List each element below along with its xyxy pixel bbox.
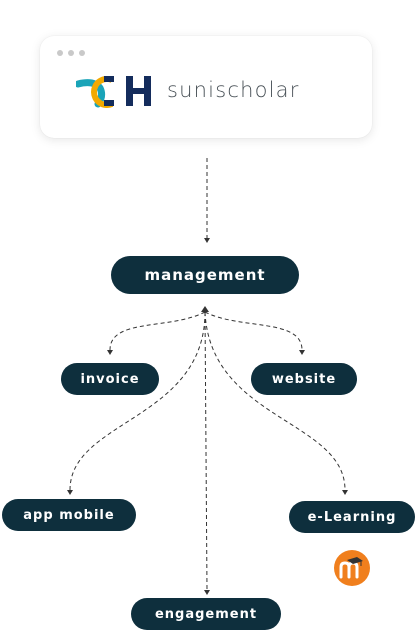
sunischolar-logo-icon: [76, 76, 151, 108]
brand-name: sunischolar: [167, 78, 300, 102]
website-node[interactable]: website: [251, 363, 357, 395]
arrowhead-app-mobile: [67, 490, 73, 495]
window-dot: [68, 50, 74, 56]
app-mobile-node[interactable]: app mobile: [2, 499, 136, 531]
arrowhead-management-out: [201, 306, 209, 312]
arrowhead-engagement: [204, 590, 210, 595]
connector-invoice: [109, 311, 206, 351]
connector-elearning: [204, 311, 346, 491]
window-dot: [57, 50, 63, 56]
engagement-node[interactable]: engagement: [131, 598, 281, 630]
arrowhead-invoice: [107, 350, 113, 355]
moodle-glyph: [339, 557, 363, 579]
connector-website: [204, 311, 303, 351]
window-dots-icon: [57, 50, 85, 56]
moodle-icon: [334, 550, 370, 586]
management-node[interactable]: management: [111, 256, 299, 294]
connector-app-mobile: [69, 311, 206, 491]
connector-engagement: [204, 311, 208, 591]
window-dot: [79, 50, 85, 56]
elearning-node[interactable]: e-Learning: [289, 501, 415, 533]
arrowhead-management: [204, 238, 210, 243]
invoice-node[interactable]: invoice: [61, 363, 159, 395]
arrowhead-elearning: [342, 490, 348, 495]
arrowhead-website: [299, 350, 305, 355]
app-card: sunischolar: [40, 36, 372, 138]
